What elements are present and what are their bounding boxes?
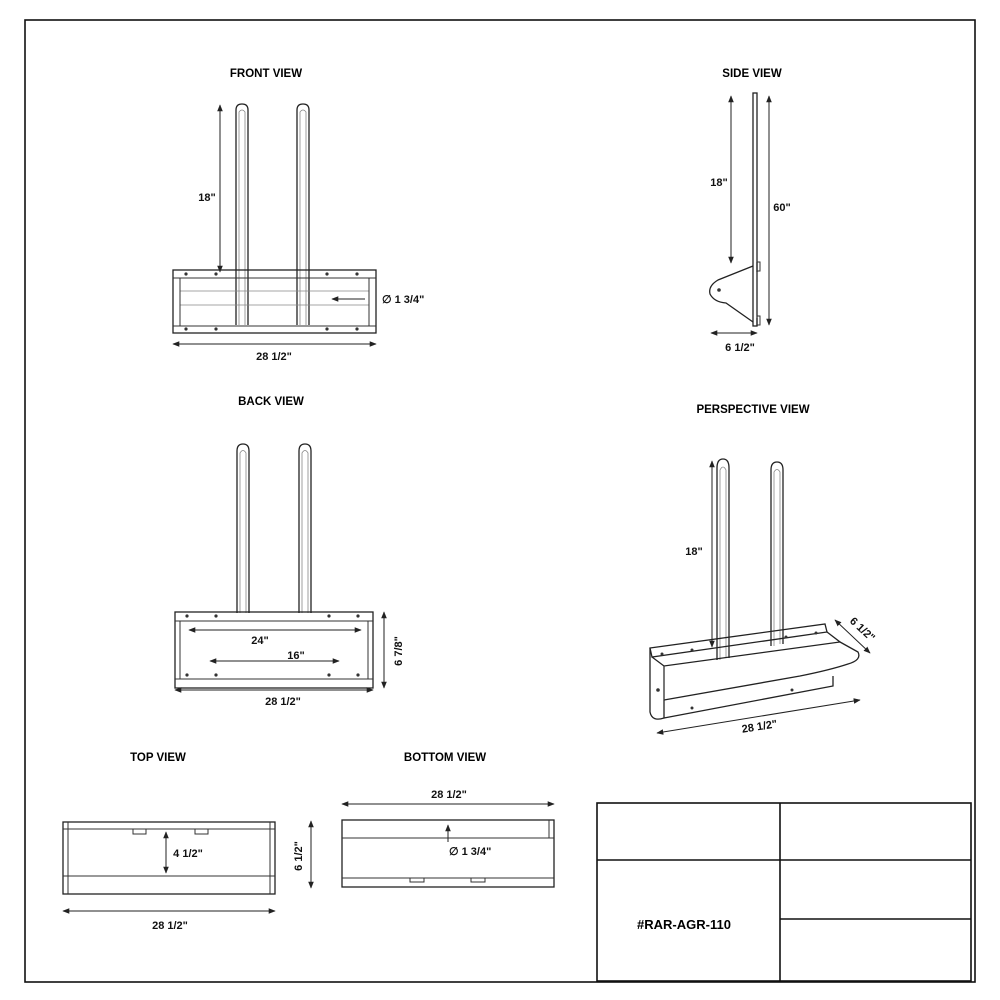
perspective-height-dim: 18" [685,546,702,558]
perspective-width-dim: 28 1/2" [741,718,778,735]
bottom-width-dim: 28 1/2" [431,789,467,801]
side-total-dim: 60" [773,202,790,214]
perspective-view-title: PERSPECTIVE VIEW [696,404,809,416]
title-block: #RAR-AGR-110 [596,802,972,982]
front-mounting-holes [184,272,359,331]
back-right-loop [298,443,312,613]
front-right-loop [296,103,310,325]
front-left-loop [235,103,249,325]
bottom-view: BOTTOM VIEW 28 1/2" 6 1/2" ∅ 1 3/4" [293,752,555,889]
perspective-view: PERSPECTIVE VIEW 18" 6 1/2" 28 1/2" [649,404,877,736]
top-depth-dim: 4 1/2" [173,848,203,860]
bottom-tray-outline [341,819,555,888]
perspective-tray-back-rim [649,623,828,658]
back-mounting-holes [185,614,360,677]
perspective-right-loop [770,461,784,646]
back-height-dim: 6 7/8" [393,636,405,666]
bottom-height-dim: 6 1/2" [293,841,305,871]
perspective-depth-dim: 6 1/2" [847,615,877,644]
side-upright [752,92,758,327]
side-depth-dim: 6 1/2" [725,342,755,354]
back-tray-body [174,611,374,689]
front-width-dim: 28 1/2" [256,351,292,363]
bottom-tube-dim: ∅ 1 3/4" [449,846,491,858]
perspective-left-loop [716,458,730,660]
front-view-title: FRONT VIEW [230,68,302,80]
perspective-tray-end [649,648,665,720]
part-number: #RAR-AGR-110 [637,917,731,932]
side-view: SIDE VIEW 18" 60" 6 1/2" [709,68,791,354]
front-height-dim: 18" [198,192,215,204]
top-view: TOP VIEW 4 1/2" 28 1/2" [62,752,276,932]
bottom-view-title: BOTTOM VIEW [404,752,486,764]
side-view-title: SIDE VIEW [722,68,782,80]
back-view: BACK VIEW 24" 16" 6 7/8" 28 1/2" [174,396,405,708]
back-spacing-dim: 16" [287,650,304,662]
front-tube-dim: ∅ 1 3/4" [382,294,424,306]
perspective-tray-bottom [663,641,860,701]
back-left-loop [236,443,250,613]
sheet-border [24,19,976,983]
top-tray-outline [62,821,276,895]
perspective-width-dim-line [656,698,861,735]
side-bracket [709,265,754,323]
top-view-title: TOP VIEW [130,752,186,764]
top-width-dim: 28 1/2" [152,920,188,932]
back-view-title: BACK VIEW [238,396,304,408]
front-view: FRONT VIEW 18" ∅ 1 3/4" 28 1/2" [172,68,424,363]
side-height-dim: 18" [710,177,727,189]
front-tray-body [172,269,377,334]
back-width-dim: 28 1/2" [265,696,301,708]
back-inner-dim: 24" [251,635,268,647]
perspective-depth-dim-line [834,619,871,654]
